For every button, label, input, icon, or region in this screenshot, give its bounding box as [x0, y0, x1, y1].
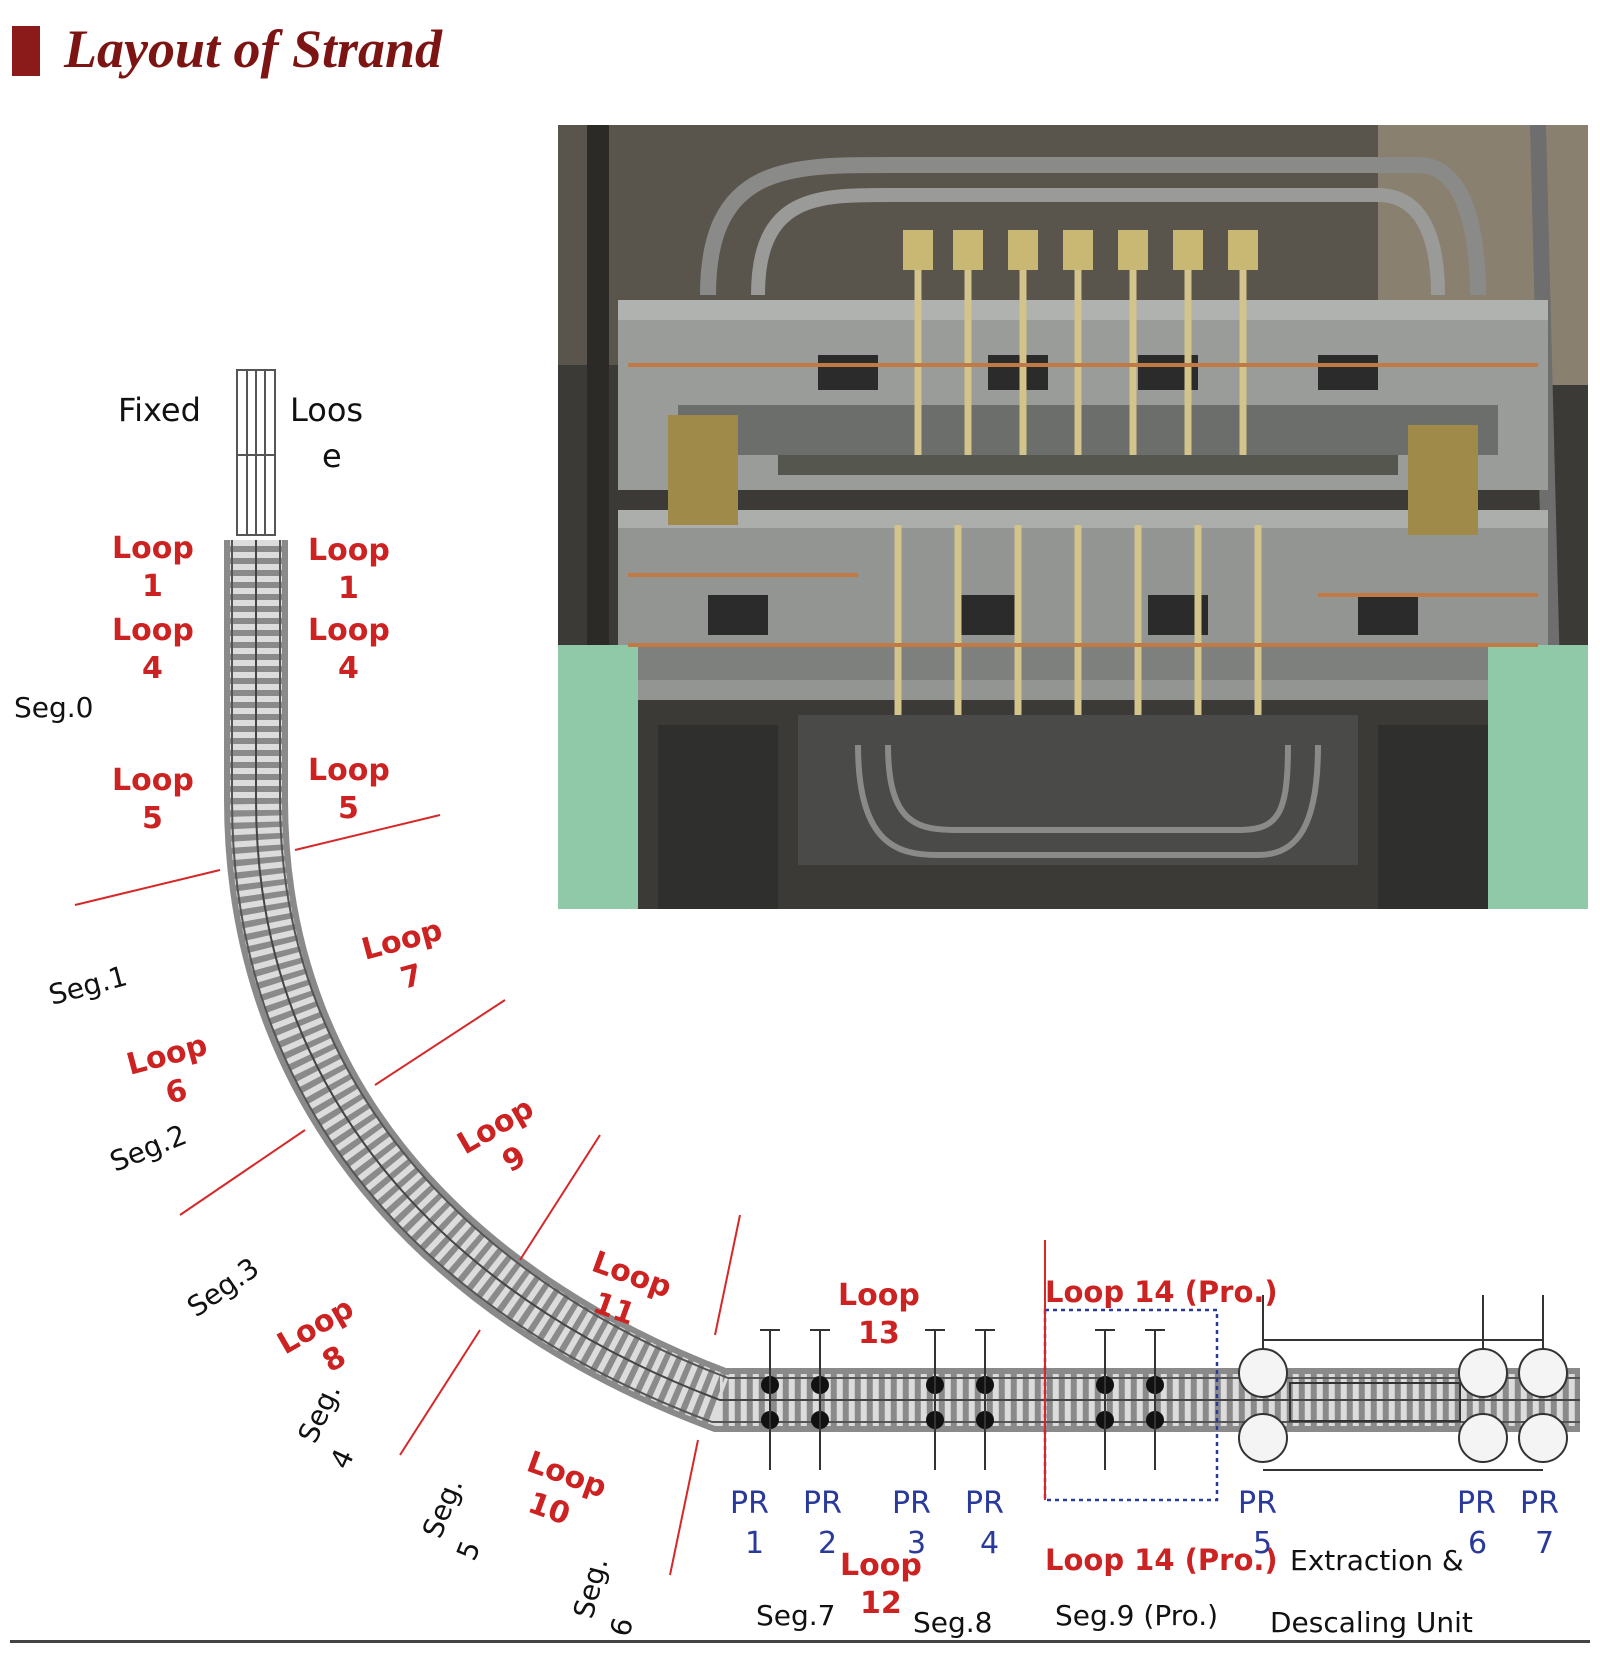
title-accent-bar [12, 26, 40, 76]
strand-curve [224, 540, 1580, 1432]
pr7-num: 7 [1535, 1526, 1554, 1561]
loop-9-num: 9 [496, 1139, 532, 1180]
pr4-num: 4 [980, 1526, 999, 1561]
loose-label-2: e [322, 437, 342, 475]
segment-photo [558, 125, 1588, 909]
seg0-label: Seg.0 [14, 691, 94, 724]
loop-5-right-word: Loop [308, 753, 390, 788]
seg4-label-2: 4 [323, 1444, 360, 1474]
loop-1-left-word: Loop [112, 531, 194, 566]
loop-8-num: 8 [316, 1339, 352, 1380]
pr3-word: PR [892, 1486, 931, 1521]
loop-13-word: Loop [838, 1278, 920, 1313]
pr3-num: 3 [907, 1526, 926, 1561]
fixed-label: Fixed [118, 391, 201, 429]
seg4-label-1: Seg. [291, 1378, 347, 1448]
loop-6-word: Loop [123, 1028, 211, 1083]
extraction-unit [1238, 1295, 1568, 1471]
loop-5-left-word: Loop [112, 763, 194, 798]
loop-14-top: Loop 14 (Pro.) [1045, 1275, 1278, 1309]
pr1-num: 1 [745, 1526, 764, 1561]
segment-dividers [74, 814, 1046, 1576]
seg3-label: Seg.3 [181, 1251, 265, 1324]
seg9-highlight-box [1043, 1308, 1219, 1502]
pr2-word: PR [803, 1486, 842, 1521]
seg6-label-2: 6 [603, 1614, 639, 1640]
loop-12-num: 12 [860, 1586, 902, 1621]
pr5-word: PR [1238, 1486, 1277, 1521]
loop-7-word: Loop [358, 913, 446, 968]
pr6-word: PR [1457, 1486, 1496, 1521]
pr1-word: PR [730, 1486, 769, 1521]
loop-4-left-word: Loop [112, 613, 194, 648]
loop-6-num: 6 [162, 1072, 191, 1111]
seg9-label: Seg.9 (Pro.) [1055, 1599, 1218, 1632]
loop-4-right-word: Loop [308, 613, 390, 648]
seg1-label: Seg.1 [45, 959, 130, 1011]
loop-12-word: Loop [840, 1548, 922, 1583]
mould [236, 369, 276, 536]
loop-4-right-num: 4 [338, 651, 359, 686]
loop-1-right-num: 1 [338, 571, 359, 606]
loop-1-right-word: Loop [308, 533, 390, 568]
seg2-label: Seg.2 [105, 1118, 191, 1178]
pr2-num: 2 [818, 1526, 837, 1561]
pr4-word: PR [965, 1486, 1004, 1521]
loop-7-num: 7 [397, 957, 426, 996]
seg8-label: Seg.8 [913, 1606, 993, 1639]
pr7-word: PR [1520, 1486, 1559, 1521]
seg5-label-1: Seg. [416, 1473, 470, 1543]
extraction-label-2: Descaling Unit [1270, 1606, 1473, 1639]
pr6-num: 6 [1468, 1526, 1487, 1561]
loop-8-word: Loop [272, 1291, 360, 1362]
seg6-label-1: Seg. [567, 1554, 615, 1622]
seg5-label-2: 5 [450, 1536, 487, 1565]
loop-1-left-num: 1 [142, 569, 163, 604]
loop-14-bottom: Loop 14 (Pro.) [1045, 1543, 1278, 1577]
pr5-num: 5 [1253, 1526, 1272, 1561]
extraction-label-1: Extraction & [1290, 1544, 1464, 1577]
loop-5-right-num: 5 [338, 791, 359, 826]
bottom-rule [10, 1640, 1590, 1643]
loose-label-1: Loos [290, 391, 363, 429]
pinch-roll-labels: PR 1 PR 2 PR 3 PR 4 PR 5 PR 6 PR 7 [730, 1486, 1559, 1561]
page-title: Layout of Strand [64, 19, 443, 79]
seg7-label: Seg.7 [756, 1599, 836, 1632]
loop-13-num: 13 [858, 1316, 900, 1351]
loop-9-word: Loop [452, 1091, 540, 1162]
horizontal-roll-stems [760, 1329, 1165, 1470]
loop-5-left-num: 5 [142, 801, 163, 836]
loop-4-left-num: 4 [142, 651, 163, 686]
